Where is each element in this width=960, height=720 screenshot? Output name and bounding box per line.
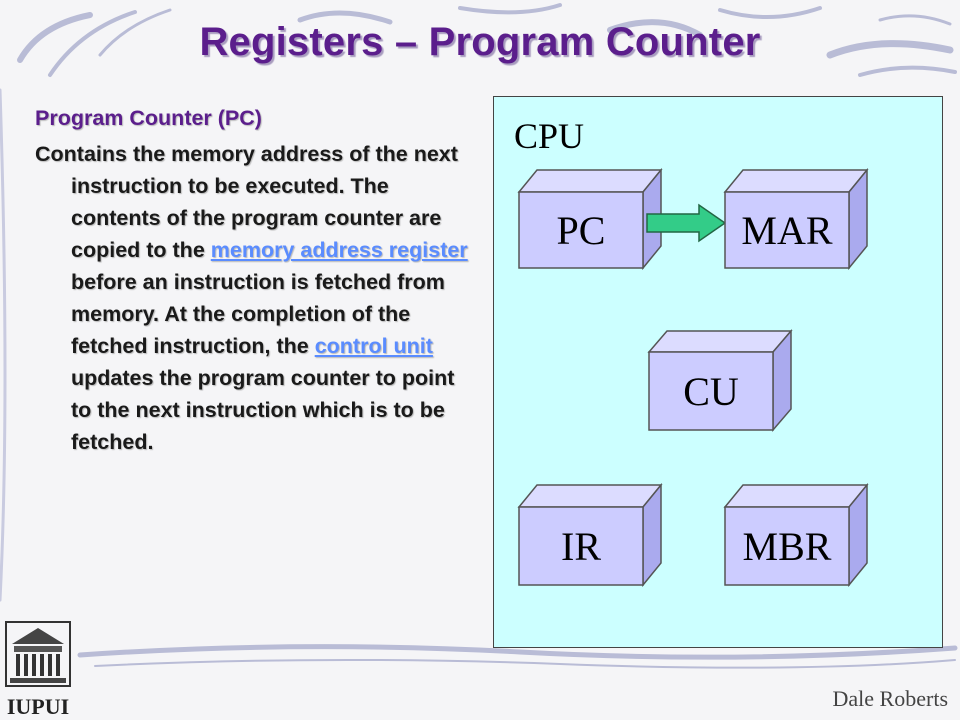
cu-block: CU — [647, 328, 793, 433]
pc-label: PC — [557, 208, 606, 253]
cu-label: CU — [683, 369, 739, 414]
control-unit-link[interactable]: control unit — [314, 334, 433, 358]
description-paragraph: Contains the memory address of the next … — [35, 138, 475, 458]
cpu-label: CPU — [514, 116, 585, 156]
ir-register-block: IR — [517, 482, 663, 588]
slide-title: Registers – Program Counter — [199, 20, 761, 64]
content-text: Program Counter (PC) Contains the memory… — [35, 102, 475, 458]
mbr-register-block: MBR — [723, 482, 869, 588]
memory-address-register-link[interactable]: memory address register — [210, 238, 468, 262]
iupui-logo: IUPUI — [5, 621, 71, 719]
pc-register-block: PC — [517, 167, 663, 271]
paragraph-text-3: updates the program counter to point to … — [71, 366, 455, 454]
cpu-diagram: CPU PC MAR CU — [493, 96, 943, 648]
logo-text: IUPUI — [7, 694, 69, 719]
mar-register-block: MAR — [723, 167, 869, 271]
cpu-diagram-svg: PC MAR CU IR — [517, 167, 869, 588]
subheading: Program Counter (PC) — [35, 106, 262, 130]
mar-label: MAR — [741, 208, 832, 253]
paragraph-text-1: Contains the memory address of the next … — [35, 142, 458, 262]
author-name: Dale Roberts — [832, 686, 948, 711]
mbr-label: MBR — [743, 524, 832, 569]
paragraph-text-2: before an instruction is fetched from me… — [71, 270, 445, 358]
ir-label: IR — [561, 524, 601, 569]
pc-to-mar-arrow — [646, 203, 727, 243]
